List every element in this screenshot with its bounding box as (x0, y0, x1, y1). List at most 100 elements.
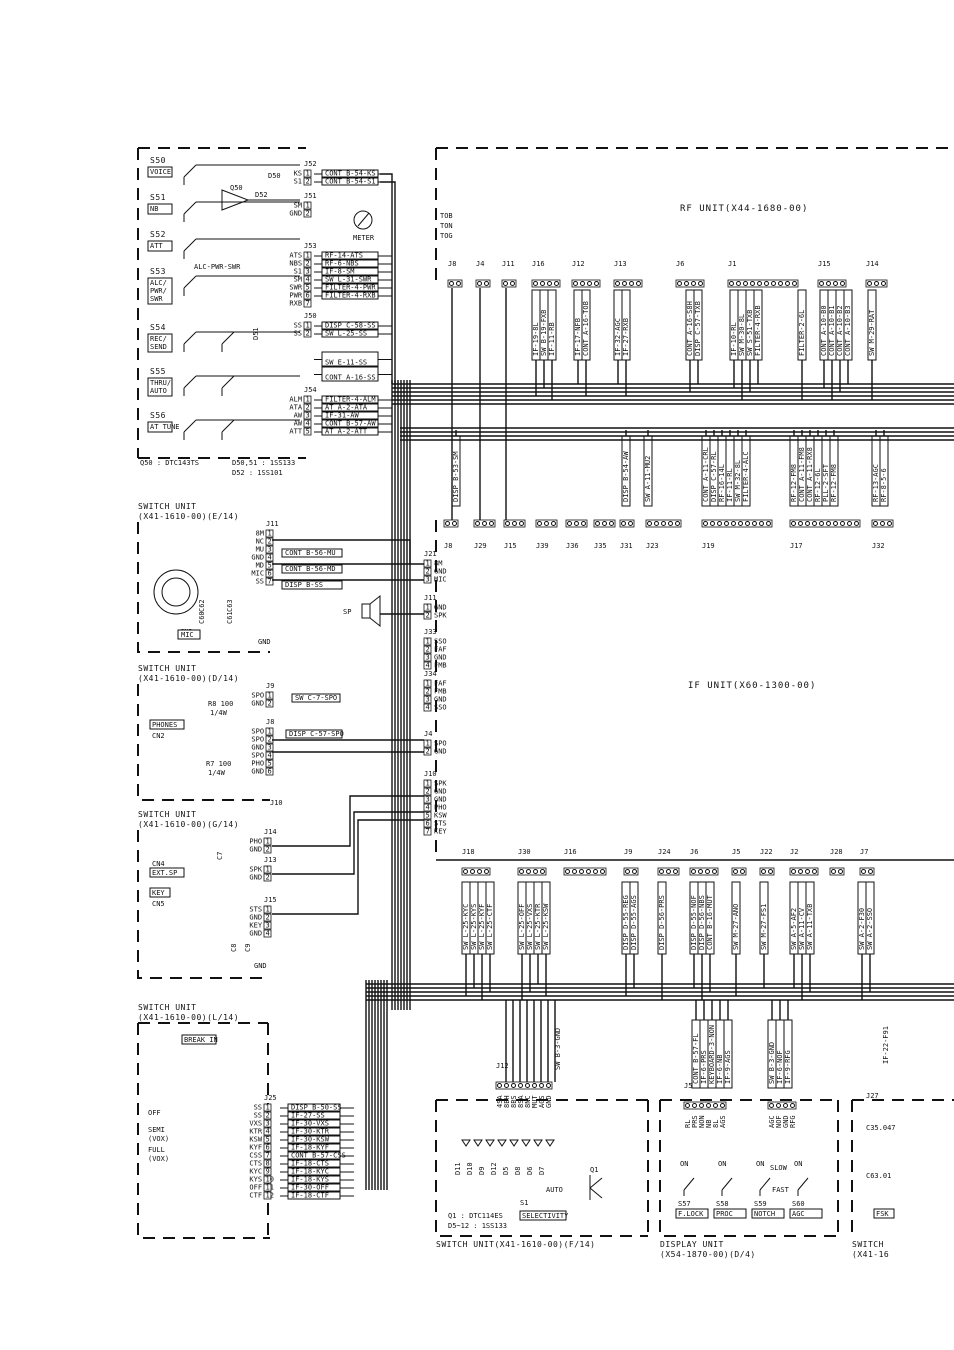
if-bottom-wire-label: SW L-25-VXS (526, 904, 534, 950)
if-bottom-connector-j18-body (461, 867, 491, 876)
if-side-j10-pin (423, 795, 432, 804)
switch-d-wire-label: DISP C-57-SPO (289, 730, 344, 738)
switch-d-j8-pin-label: SPO (251, 752, 264, 760)
rf-wire-label: SW M-30-8L (738, 314, 746, 356)
if-top-wire-label: CONT A-11-RX8 (806, 447, 814, 502)
connector-j54-pin (303, 427, 312, 436)
rf-connector-j13-body (613, 279, 643, 288)
if-side-j33-pin (423, 645, 432, 654)
switch-g-j15-pin-num: 3 (266, 922, 270, 930)
if-top-connector-j36-ref: J36 (566, 542, 579, 550)
switch-label: AUTO (150, 387, 167, 395)
switch-l-connector-j25-pin-label: SS (254, 1104, 262, 1112)
if-side-j4-pin-num: 1 (426, 740, 430, 748)
if-bottom-connector-j9: J9 (623, 848, 639, 876)
switch-e-connector-j11-pin (265, 569, 274, 578)
switch-l-title-2: (X41-1610-00)(L/14) (138, 1013, 239, 1022)
connector-j53-pin-label: S1 (294, 268, 302, 276)
switch-g-j14-pin-num: 1 (266, 838, 270, 846)
wire-label: AT A-2-ATA (325, 404, 368, 412)
switch-label: PWR/ (150, 287, 167, 295)
if-top-connector-j35-ref: J35 (594, 542, 607, 550)
display-wire-label: KEYBOARD-3-NON (708, 1025, 716, 1084)
if-bottom-wire-label: DISP D-56-PRS (658, 895, 666, 950)
if-side-j10-pin (423, 787, 432, 796)
if-top-connector-j31-ref: J31 (620, 542, 633, 550)
connector-j54-pin-num: 3 (306, 412, 310, 420)
switch-unit-l: SWITCH UNIT (X41-1610-00)(L/14) BREAK IN… (137, 1003, 354, 1239)
switch-l-connector-j25-pin-label: KTR (249, 1128, 262, 1136)
if-bottom-wire-label: SW A-2-F30 (858, 908, 866, 950)
switch-f-pin-label: GND (545, 1095, 553, 1108)
if-bottom-connector-j2-body (789, 867, 819, 876)
if-side-j33-pin-label: FMB (434, 662, 447, 670)
mic-connector-icon (153, 569, 199, 615)
if-side-j10-pin-label: SPK (434, 780, 447, 788)
rf-connector-j6: J6 (675, 260, 705, 288)
selectivity-label: SELECTIVITY (522, 1212, 569, 1220)
if-bottom-wire-label: CONT B-16-MUT (706, 894, 714, 950)
if-side-j10-pin-label: PHO (434, 804, 447, 812)
switch-unit-f: SWITCH UNIT(X41-1610-00)(F/14) Q1 : DTC1… (435, 1028, 649, 1249)
rf-wire-label: CONT A-10-B3 (844, 305, 852, 356)
wire-label: FILTER-4-PWR (325, 284, 376, 292)
d50-label: D50 (268, 172, 281, 180)
rf-wire-label: CONT A-10-B2 (836, 305, 844, 356)
rf-connector-j14-body (865, 279, 888, 288)
switch-l-wire-label: IF-30-KTR (291, 1128, 330, 1136)
switch-l-connector-j25-pin-num: 9 (266, 1168, 270, 1176)
if-top-connector-j36-body (565, 519, 588, 528)
switch-l-connector-j25-pin-num: 7 (266, 1152, 270, 1160)
connector-j54-pin (303, 395, 312, 404)
c35-label: C35.047 (866, 1124, 896, 1132)
rf-wire-label: IF-19-8L (532, 322, 540, 356)
connector-j50-pin (303, 321, 312, 330)
display-j56-pin-label: NB (705, 1120, 713, 1128)
switch-g-j13-pin-label: SPK (249, 866, 262, 874)
d52-label: D52 (255, 191, 268, 199)
switch-g-j14-pin (263, 845, 272, 854)
if-bottom-wire-label: SW L-25-KSW (542, 903, 550, 950)
switch-l-wire-label: IF-18-KYF (291, 1144, 329, 1152)
switch-f-diode-label: D11 (454, 1162, 462, 1175)
switch-l-wire-label: IF-30-KSW (291, 1136, 330, 1144)
switch-g-j15-pin-label: GND (249, 930, 262, 938)
rf-connector-j12-ref: J12 (572, 260, 585, 268)
if-side-j34-pin (423, 679, 432, 688)
switch-label: AT TUNE (150, 423, 180, 431)
switch-label: NB (150, 205, 158, 213)
switch-l-connector-j25-pin-num: 3 (266, 1120, 270, 1128)
if-top-connector-j32-ref: J32 (872, 542, 885, 550)
wire-label: SW L-25-SS (325, 330, 367, 338)
switch-f-diode-label: D5 (502, 1167, 510, 1175)
switch-d-j9-pin-num: 2 (268, 700, 272, 708)
d51-label: D51 (252, 327, 260, 340)
switch-g-cap-label: C9 (244, 944, 252, 952)
display-j56-pin-label: PRS (691, 1115, 699, 1128)
switch-f-pin-label: AGS (538, 1095, 546, 1108)
rf-connector-j13: J13 (613, 260, 643, 288)
switch-g-cap-label: C8 (230, 944, 238, 952)
if-side-j34-pin-label: SSO (434, 704, 447, 712)
if-side-j34-pin-num: 2 (426, 688, 430, 696)
switch-d-j8-pin (265, 743, 274, 752)
tl-note-d52: D52 : 1SS101 (232, 469, 283, 477)
rf-unit-title: RF UNIT(X44-1680-00) (680, 204, 808, 214)
semi-label: SEMI (148, 1126, 165, 1134)
switch-e-connector-j11-pin-label: 8M (256, 530, 264, 538)
switch-l-connector-j25-pin (263, 1175, 272, 1184)
connector-j52-ref: J52 (304, 160, 317, 168)
if-side-j34-pin (423, 687, 432, 696)
if-side-j10-ref: J10 (424, 770, 437, 778)
switch-g-j15-pin (263, 913, 272, 922)
if-side-j11-pin (423, 603, 432, 612)
switch-e-connector-j11-pin (265, 553, 274, 562)
wire-harness (272, 173, 954, 1190)
switch-l-wire-label: IF-30-OFF (291, 1184, 329, 1192)
